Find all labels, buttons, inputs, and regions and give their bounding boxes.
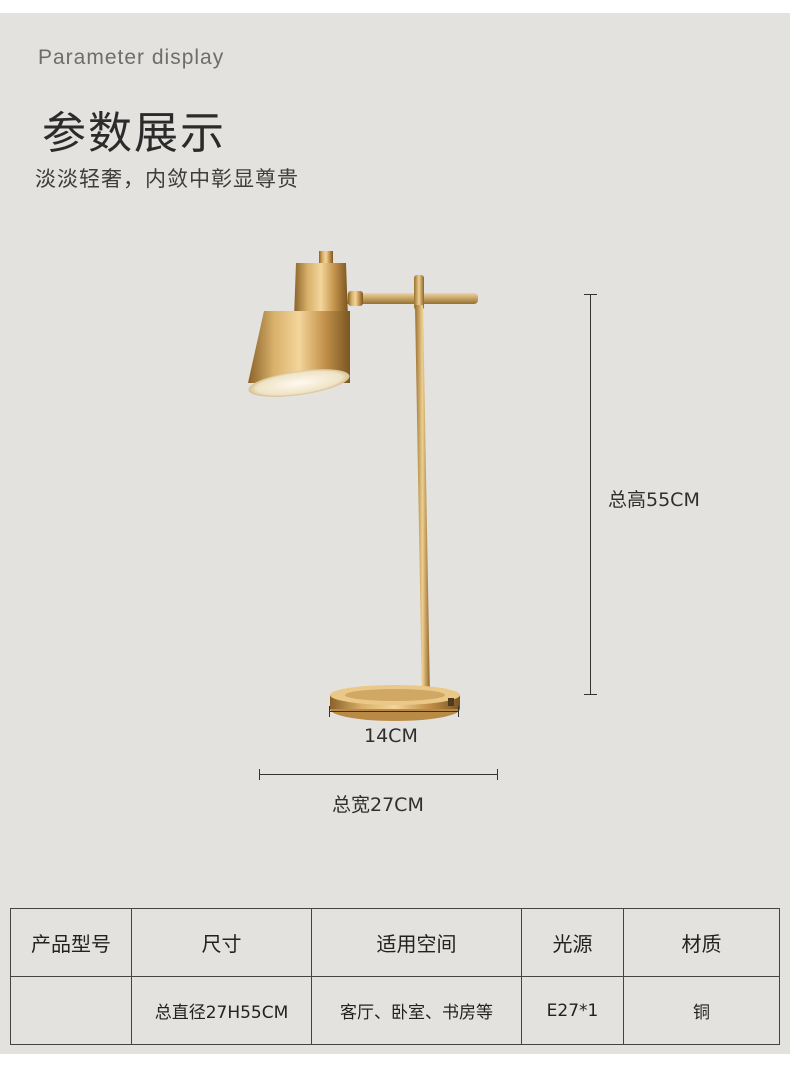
- height-dimension-line: [590, 294, 591, 694]
- value-space: 客厅、卧室、书房等: [311, 976, 522, 1045]
- lamp-product-image: [248, 251, 478, 721]
- header-material: 材质: [623, 908, 780, 977]
- spec-value-row: 总直径27H55CM 客厅、卧室、书房等 E27*1 铜: [10, 976, 780, 1045]
- header-size: 尺寸: [131, 908, 312, 977]
- page-title: 参数展示: [42, 108, 226, 159]
- value-material: 铜: [623, 976, 780, 1045]
- header-space: 适用空间: [311, 908, 522, 977]
- eyebrow-label: Parameter display: [38, 46, 225, 69]
- spec-header-row: 产品型号 尺寸 适用空间 光源 材质: [10, 908, 780, 977]
- base-dimension-label: 14CM: [364, 725, 418, 747]
- height-dimension-bottom-cap: [584, 694, 597, 695]
- base-dimension-line: [329, 711, 458, 712]
- width-dimension-right-cap: [497, 769, 498, 780]
- value-model: [10, 976, 132, 1045]
- width-dimension-line: [259, 774, 497, 775]
- page-subtitle: 淡淡轻奢，内敛中彰显尊贵: [35, 167, 299, 191]
- width-dimension-label: 总宽27CM: [332, 794, 424, 816]
- value-size: 总直径27H55CM: [131, 976, 312, 1045]
- base-dimension-right-cap: [458, 706, 459, 717]
- header-model: 产品型号: [10, 908, 132, 977]
- header-light-source: 光源: [521, 908, 624, 977]
- content-panel: Parameter display 参数展示 淡淡轻奢，内敛中彰显尊贵: [0, 13, 790, 1054]
- height-dimension-label: 总高55CM: [608, 489, 700, 511]
- value-light-source: E27*1: [521, 976, 624, 1045]
- spec-table: 产品型号 尺寸 适用空间 光源 材质 总直径27H55CM 客厅、卧室、书房等 …: [10, 908, 780, 1045]
